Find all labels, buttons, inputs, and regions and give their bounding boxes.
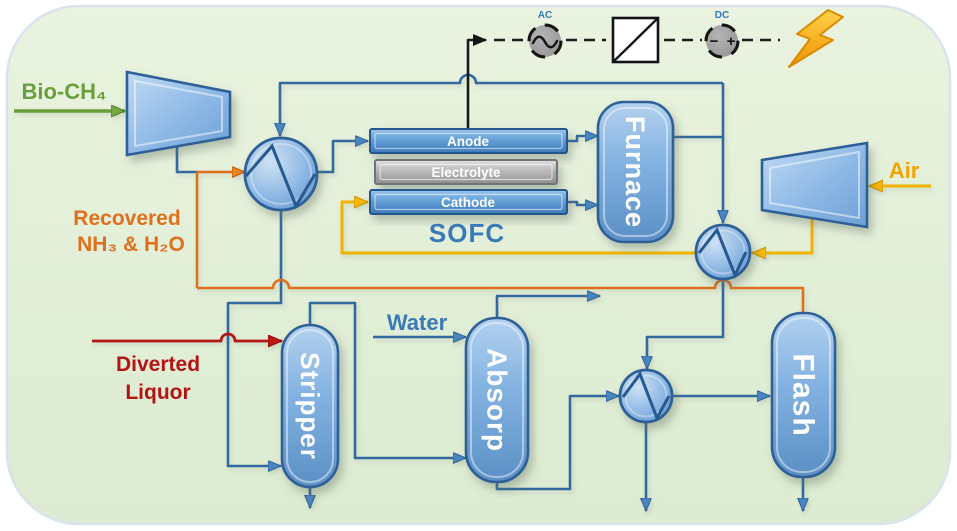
stream-absorber-top-out <box>495 296 600 318</box>
absorber-vessel: Absorp <box>464 316 530 484</box>
water-label: Water <box>387 310 448 335</box>
stream-recovered-from-flash <box>197 278 805 313</box>
fuel-compressor <box>125 70 232 157</box>
dc-minus-symbol: − <box>710 33 719 50</box>
dc-plus-symbol: + <box>727 33 736 50</box>
stream-air-compressor-outlet <box>752 218 814 253</box>
recovered-label-line2: NH₃ & H₂O <box>77 233 185 256</box>
product-cooler-heat-exchanger <box>618 368 674 424</box>
zigzag-icon <box>697 227 748 279</box>
air-compressor <box>760 141 869 229</box>
stream-cathode-to-furnace <box>567 202 598 205</box>
air-label: Air <box>889 158 920 183</box>
canvas-background <box>5 4 952 526</box>
stream-diverted-liquor <box>92 332 282 341</box>
air-heat-exchanger <box>694 223 752 281</box>
electrolyte-label: Electrolyte <box>431 165 501 180</box>
converter-icon <box>611 16 660 64</box>
stream-stripper-to-absorber <box>308 301 466 458</box>
diverted-label-line2: Liquor <box>125 381 190 404</box>
electricity-line: AC − + DC <box>466 9 844 129</box>
anode-bar <box>369 128 568 154</box>
power-line-from-anode <box>466 40 486 129</box>
stream-hx1-to-stripper <box>226 210 283 466</box>
electrolyte-bar <box>374 159 558 185</box>
absorber-label: Absorp <box>482 348 513 452</box>
zigzag-icon <box>621 370 671 422</box>
ac-label: AC <box>538 10 552 21</box>
recovered-label-line1: Recovered <box>73 207 180 230</box>
stream-lines-air <box>340 186 931 255</box>
bio-ch4-label: Bio-CH₄ <box>21 79 106 104</box>
flash-label: Flash <box>787 353 820 436</box>
stripper-label: Stripper <box>295 352 325 460</box>
stream-hx2-to-cathode <box>340 202 696 255</box>
sofc-label: SOFC <box>429 218 505 248</box>
stream-absorber-to-hx3 <box>495 396 619 491</box>
stripper-vessel: Stripper <box>280 323 340 489</box>
stream-fuel-compressor-outlet <box>175 147 198 174</box>
stream-lines-blue <box>175 73 803 511</box>
stream-lines-orange <box>195 172 805 313</box>
stream-anode-to-furnace <box>567 136 598 143</box>
stream-hx2-to-hx3 <box>647 279 725 369</box>
furnace-vessel: Furnace <box>596 100 675 244</box>
flash-vessel: Flash <box>770 311 837 479</box>
feed-heat-exchanger <box>243 136 319 212</box>
zigzag-icon <box>244 143 317 210</box>
lightning-bolt-icon <box>788 9 844 68</box>
cathode-bar <box>369 189 568 215</box>
ac-source-icon <box>527 23 563 59</box>
cathode-label: Cathode <box>441 195 495 210</box>
dc-label: DC <box>715 10 729 21</box>
dc-source-icon: − + <box>704 23 740 59</box>
sofc-stack: Anode Electrolyte Cathode SOFC <box>369 128 568 248</box>
furnace-label: Furnace <box>620 116 650 228</box>
stream-hx1-to-anode <box>317 141 368 174</box>
diverted-label-line1: Diverted <box>116 353 200 376</box>
anode-label: Anode <box>447 134 489 149</box>
